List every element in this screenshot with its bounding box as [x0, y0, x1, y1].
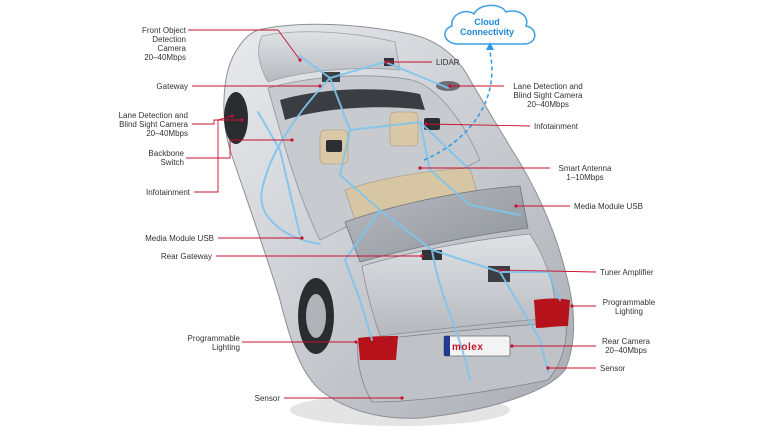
tail-light-right	[534, 298, 570, 328]
tail-light-left	[358, 336, 398, 360]
label-tuner-amplifier: Tuner Amplifier	[600, 268, 654, 277]
car-illustration	[223, 23, 575, 426]
leader-lines	[186, 29, 597, 399]
label-programmable-lighting-right: Programmable Lighting	[602, 298, 656, 316]
rear-bumper	[357, 321, 567, 403]
label-infotainment-right: Infotainment	[534, 122, 579, 131]
label-lane-detection-left: Lane Detection and Blind Sight Camera 20…	[118, 111, 188, 138]
plate-brand-logo: molex	[452, 342, 484, 353]
label-sensor-right: Sensor	[600, 364, 626, 373]
label-media-module-usb-left: Media Module USB	[145, 234, 214, 243]
cloud-arrow-head	[486, 42, 494, 50]
leader-dots	[230, 58, 574, 400]
label-front-object-camera: Front Object Detection Camera 20–40Mbps	[141, 26, 186, 62]
headrest-screen-left	[326, 140, 342, 152]
label-smart-antenna: Smart Antenna 1–10Mbps	[558, 164, 612, 182]
rear-window	[344, 185, 529, 263]
label-backbone-switch: Backbone Switch	[148, 149, 184, 167]
label-programmable-lighting-left: Programmable Lighting	[187, 334, 240, 352]
label-lidar: LIDAR	[436, 58, 460, 67]
label-media-module-usb-right: Media Module USB	[574, 202, 643, 211]
side-mirror	[436, 81, 460, 91]
cloud-icon	[444, 4, 536, 45]
front-wheel-left	[224, 92, 248, 144]
cloud-uplink-arrow	[423, 51, 493, 161]
label-lane-detection-right: Lane Detection and Blind Sight Camera 20…	[513, 82, 583, 109]
cloud-label: Cloud Connectivity	[459, 17, 514, 37]
label-rear-camera: Rear Camera 20–40Mbps	[601, 337, 650, 355]
label-sensor-left: Sensor	[254, 394, 280, 403]
network-wiring	[257, 55, 561, 381]
label-rear-gateway: Rear Gateway	[160, 252, 212, 261]
label-gateway: Gateway	[156, 82, 188, 91]
cloud-connectivity	[423, 4, 536, 161]
car-dashboard	[280, 89, 425, 120]
label-infotainment-left: Infotainment	[145, 188, 190, 197]
front-seat-right	[389, 111, 419, 147]
